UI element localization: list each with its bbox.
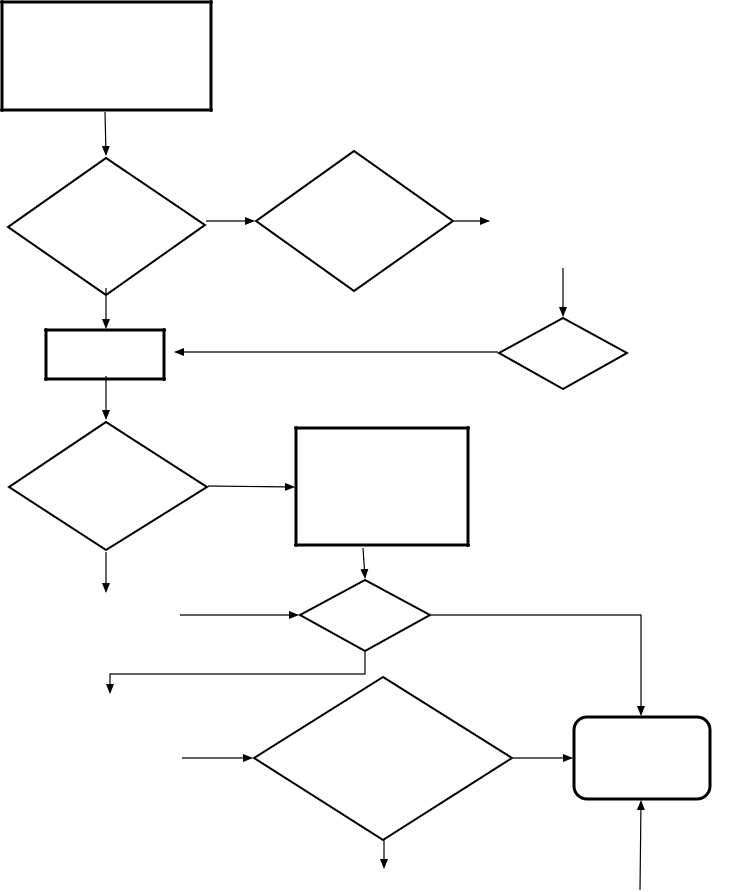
decision-3 — [7, 420, 209, 552]
edge-decision-4-down-left — [106, 652, 366, 694]
decision-4 — [297, 578, 433, 653]
connectors — [101, 111, 645, 891]
edge-process-2-to-decision-4 — [360, 547, 369, 579]
end-box — [572, 715, 712, 801]
edge-start-to-decision-1 — [101, 111, 110, 156]
decision-right — [496, 316, 630, 391]
corner-handles — [0, 0, 470, 547]
process-2 — [294, 426, 470, 547]
start-box — [0, 0, 213, 112]
decision-1 — [6, 156, 207, 297]
edge-into-end-box-bottom — [636, 800, 645, 891]
edge-decision-3-to-process-2 — [207, 482, 295, 491]
edge-decision-4-to-end-box — [431, 614, 645, 716]
decision-5 — [252, 675, 514, 842]
decision-2 — [254, 149, 455, 293]
process-1 — [44, 328, 166, 381]
